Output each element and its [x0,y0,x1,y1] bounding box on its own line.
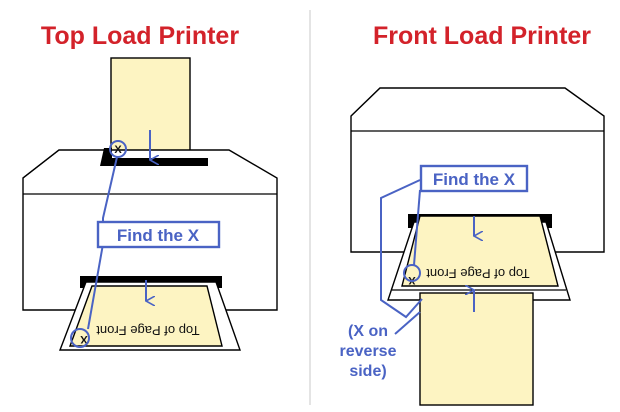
front-load-x-connector [413,189,421,266]
front-load-title: Front Load Printer [373,22,591,50]
top-load-callout: Find the X [117,226,200,245]
front-load-note-line-2: reverse [340,343,397,360]
top-load-input-slot [100,148,208,166]
front-load-callout-box [419,164,529,193]
top-load-panel: Top Load Printer Top of Page Front X X F… [22,22,278,351]
front-load-panel: Front Load Printer Top of Page Front X F… [340,22,605,406]
front-load-page-label: Top of Page Front [426,266,530,281]
front-load-tray-paper [401,215,559,287]
front-load-note-line-3: side) [349,363,386,380]
top-load-page-label: Top of Page Front [96,323,200,338]
top-load-input-x-circle [109,140,127,158]
top-load-output-x-mark: X [80,333,88,345]
front-load-insert-paper [419,292,534,406]
top-load-output-paper [68,285,223,347]
top-load-title: Top Load Printer [41,22,239,50]
top-load-output-x-circle [70,328,90,348]
front-load-note-connector [394,311,421,335]
front-load-note-line-1: (X on [348,323,388,340]
top-load-input-x-mark: X [114,144,122,156]
front-load-x-circle [403,264,421,282]
top-load-callout-box [96,220,221,249]
front-load-callout: Find the X [433,170,516,189]
front-load-callout-connector [380,179,423,319]
